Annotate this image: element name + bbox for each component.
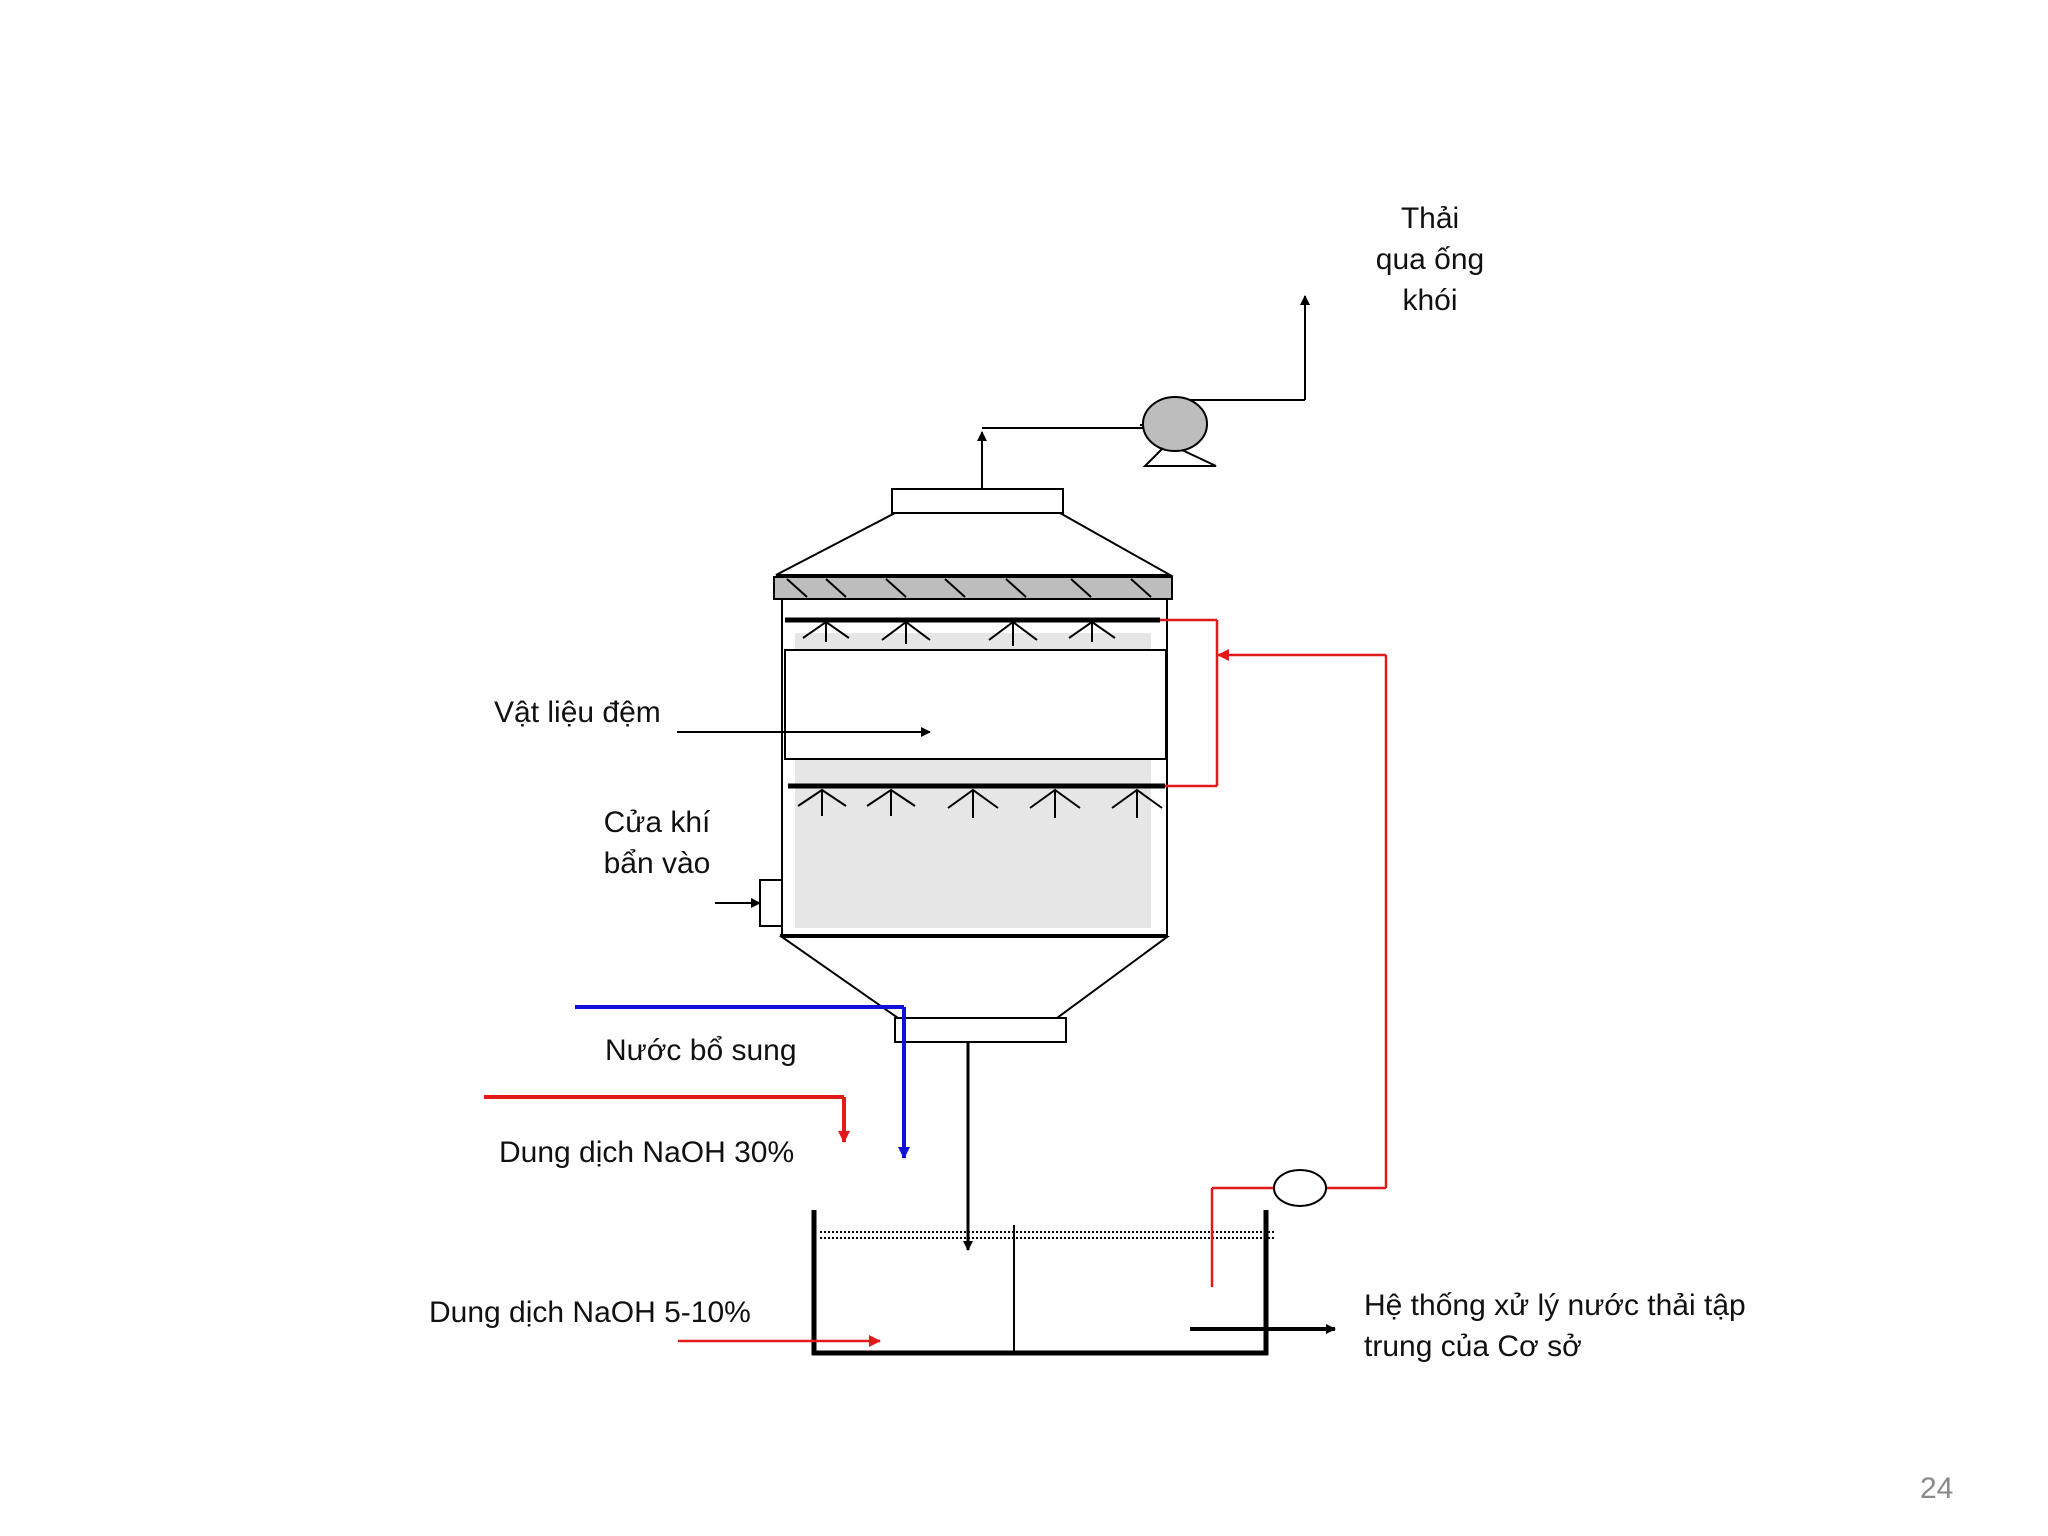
recirculation-header-pipe [1160,618,1219,788]
exhaust-label-line1: Thải [1400,202,1460,235]
exhaust-stack-arrow [1185,295,1310,401]
tower-bottom-cone [778,934,1171,1043]
demister [773,576,1173,600]
spray-header-bottom [788,783,1165,818]
makeup-water-line [575,1005,910,1159]
recirculation-tank [811,1210,1274,1356]
naoh-5-10-label: Dung dịch NaOH 5-10% [429,1296,751,1329]
packing-bed [784,649,1167,760]
gas-inlet-label: Cửa khí bẩn vào [582,802,732,884]
gas-inlet [715,879,783,927]
wastewater-label-line1: Hệ thống xử lý nước thải tập [1364,1289,1746,1322]
makeup-water-label: Nước bổ sung [605,1034,797,1067]
gas-inlet-label-line2: bẩn vào [603,847,711,880]
wastewater-system-label: Hệ thống xử lý nước thải tập trung của C… [1364,1285,1746,1367]
wastewater-label-line2: trung của Cơ sở [1364,1330,1582,1363]
page-number: 24 [1920,1472,1954,1505]
exhaust-label-line2: qua ống [1375,243,1485,276]
spray-header-top [785,617,1160,646]
gas-inlet-label-line1: Cửa khí [603,806,711,839]
recirculation-pump-line [1210,649,1388,1287]
tower-top [775,488,1174,576]
exhaust-label: Thải qua ống khói [1360,198,1500,321]
exhaust-fan [1140,396,1217,467]
packing-label: Vật liệu đệm [494,696,661,729]
exhaust-label-line3: khói [1402,284,1458,317]
naoh-30-line [484,1095,850,1143]
naoh-30-label: Dung dịch NaOH 30% [499,1136,795,1169]
recirculation-pump [1273,1169,1327,1207]
